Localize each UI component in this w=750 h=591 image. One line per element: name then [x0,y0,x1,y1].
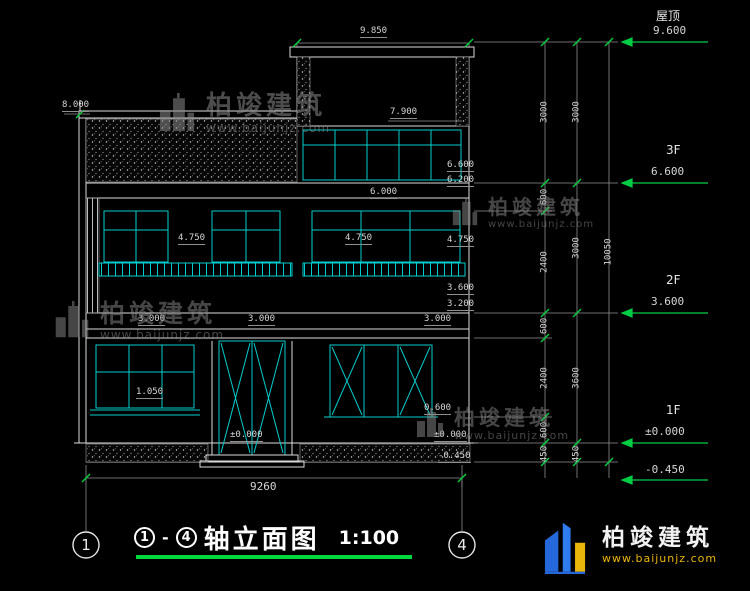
title-scale: 1:100 [338,526,400,549]
title-axis-start-bubble: 1 [134,527,155,548]
brand-logo-icon [544,522,586,574]
chain-inner-600a: 600 [539,188,550,206]
floor-elev-roof: 9.600 [653,24,687,37]
dim-zero-left: ±0.000 [230,430,263,442]
dim-3200: 3.200 [447,299,475,311]
floor-elev-1f: ±0.000 [645,425,685,438]
floor-label-roof: 屋顶 [656,9,681,23]
floor-label-3f: 3F [666,143,681,157]
dim-4750-left: 4.750 [178,233,206,245]
building-structure [74,46,478,463]
dim-roof-top: 9.850 [360,26,388,38]
drawing-title: 1 - 4 轴立面图 1:100 [134,519,399,556]
dim-3000-right: 3.000 [424,314,452,326]
chain-total-10050: 10050 [603,238,614,266]
dim-4750-mid: 4.750 [345,233,373,245]
door-surround-steps [199,341,305,468]
floor-elev-2f: 3.600 [651,295,685,308]
dim-6600: 6.600 [447,160,475,172]
title-axis-end-bubble: 4 [175,527,197,548]
chain-inner-2400b: 2400 [539,367,550,389]
floor-elev-basement: -0.450 [645,463,685,476]
dim-4750-right: 4.750 [447,235,475,247]
brand-url: www.baijunjz.com [602,552,718,566]
title-text: 轴立面图 [203,525,320,555]
dim-6000: 6.000 [370,187,398,199]
chain-mid-450: 450 [571,445,582,463]
dim-zero-right: ±0.000 [434,430,467,442]
dim-1050: 1.050 [136,387,164,399]
dim-6200: 6.200 [447,175,475,187]
level-marker-lines [620,37,708,485]
chain-inner-600b: 600 [539,317,550,335]
dimension-ticks [75,37,614,483]
dim-3600: 3.600 [447,283,475,295]
chain-mid-3600: 3600 [571,367,582,389]
dim-neg450: -0.450 [438,451,471,463]
brand-block: 柏竣建筑 www.baijunjz.com [538,516,717,574]
floor-label-2f: 2F [666,273,681,287]
chain-inner-3000a: 3000 [539,101,550,123]
stone-hatch-bands [85,56,471,463]
title-axis-separator: - [162,528,169,547]
chain-mid-3000a: 3000 [571,101,582,123]
dim-3000-left: 3.000 [138,314,166,326]
floor-label-1f: 1F [666,403,681,417]
dim-0600: 0.600 [424,403,452,415]
chain-inner-450: 450 [539,445,550,463]
dim-3000-mid: 3.000 [248,314,276,326]
chain-mid-3000b: 3000 [571,237,582,259]
windows-and-door [90,129,466,456]
axis-bubble-1: 1 [81,536,91,554]
floor-elev-3f: 6.600 [651,165,685,178]
title-underline [136,555,412,559]
dim-9260: 9260 [250,480,277,493]
dim-top-left: 8.000 [62,100,90,112]
brand-name: 柏竣建筑 [602,524,714,551]
chain-inner-600c: 600 [539,421,550,439]
dim-roof-inner: 7.900 [390,107,418,119]
axis-bubble-4: 4 [457,536,467,554]
dimension-lines [64,41,618,531]
axis-bubble-circles [72,531,476,559]
chain-inner-2400a: 2400 [539,251,550,273]
